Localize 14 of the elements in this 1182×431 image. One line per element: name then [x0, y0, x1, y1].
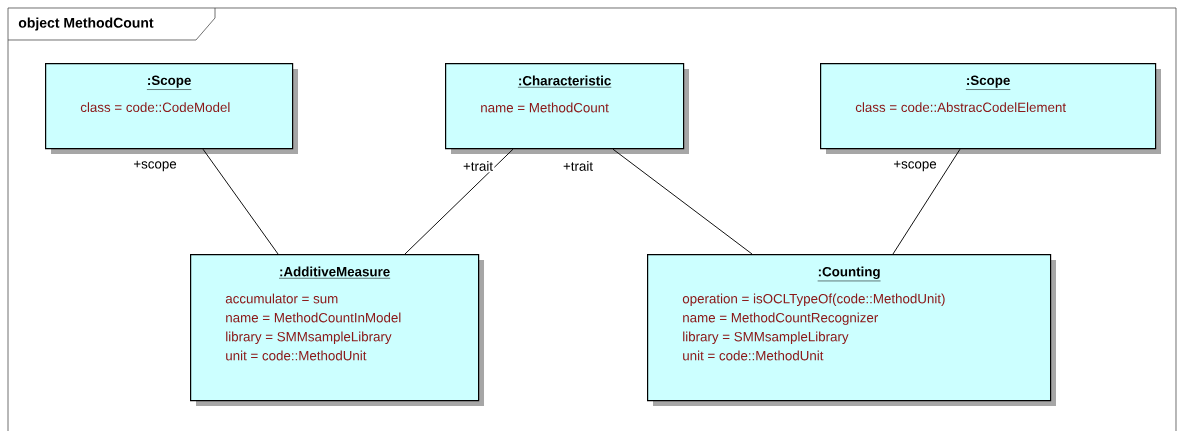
- object-box: :AdditiveMeasure accumulator = sum name = MethodCountInModel library = SMMsampleLibrary unit = code::MethodUnit: [190, 254, 480, 402]
- role-label: +scope: [132, 159, 179, 173]
- object-box: :Counting operation = isOCLTypeOf(code::MethodUnit) name = MethodCountRecognizer library = SMMsampleLibrary unit = code::MethodUnit: [647, 254, 1052, 402]
- object-box: :Scope class = code::CodeModel: [45, 63, 294, 150]
- association-line: [404, 148, 514, 255]
- object-box: :Characteristic name = MethodCount: [445, 63, 685, 150]
- role-label: +trait: [461, 159, 495, 173]
- frame-title-tab: object MethodCount: [7, 7, 216, 41]
- role-label: +trait: [561, 159, 595, 173]
- association-line: [202, 148, 279, 255]
- association-line: [892, 148, 961, 255]
- role-label: +scope: [892, 159, 938, 173]
- object-box: :Scope class = code::AbstracCodelElement: [820, 63, 1157, 150]
- association-line: [612, 148, 753, 255]
